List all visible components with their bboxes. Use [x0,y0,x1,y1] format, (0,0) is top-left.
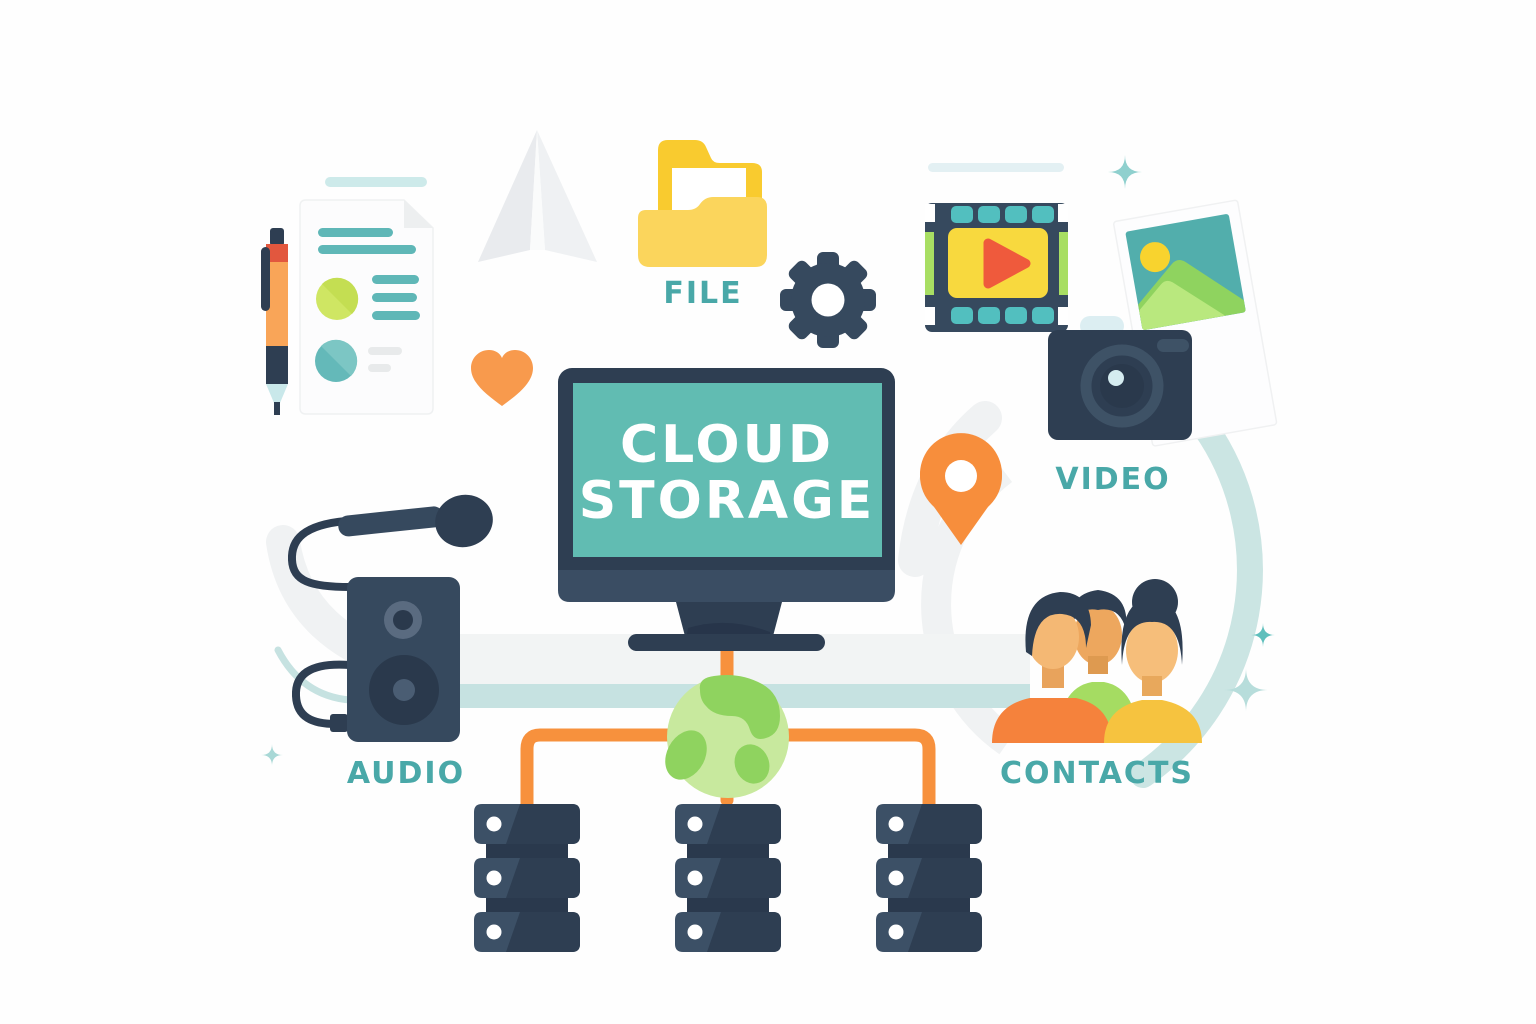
contacts-label: CONTACTS [1000,756,1194,791]
location-pin-icon [920,433,1002,545]
film-strip-icon [925,203,1068,332]
microphone-icon [338,494,493,548]
monitor-screen [573,383,882,557]
speaker-icon [347,577,460,742]
document-icon [299,199,434,415]
server-rack-center [675,804,781,952]
heart-icon [471,350,533,406]
sun-icon [1140,242,1171,273]
camera-icon [1048,316,1192,440]
monitor-icon: CLOUD STORAGE [558,368,895,651]
paper-plane-icon [478,130,597,262]
sparkle-icon [261,155,1275,766]
server-rack-left [474,804,580,952]
pen-icon [261,228,288,415]
audio-group [287,494,493,742]
cable [287,517,354,728]
screen-title-line2: STORAGE [579,471,876,531]
folder-icon [638,140,767,267]
file-label: FILE [663,276,742,311]
contacts-people-icon [992,579,1202,743]
video-label: VIDEO [1055,462,1170,497]
screen-title-line1: CLOUD [620,415,834,475]
gear-icon [780,252,876,348]
server-rack-right [876,804,982,952]
globe-icon [665,675,789,798]
play-icon [983,238,1031,289]
audio-label: AUDIO [347,756,465,791]
